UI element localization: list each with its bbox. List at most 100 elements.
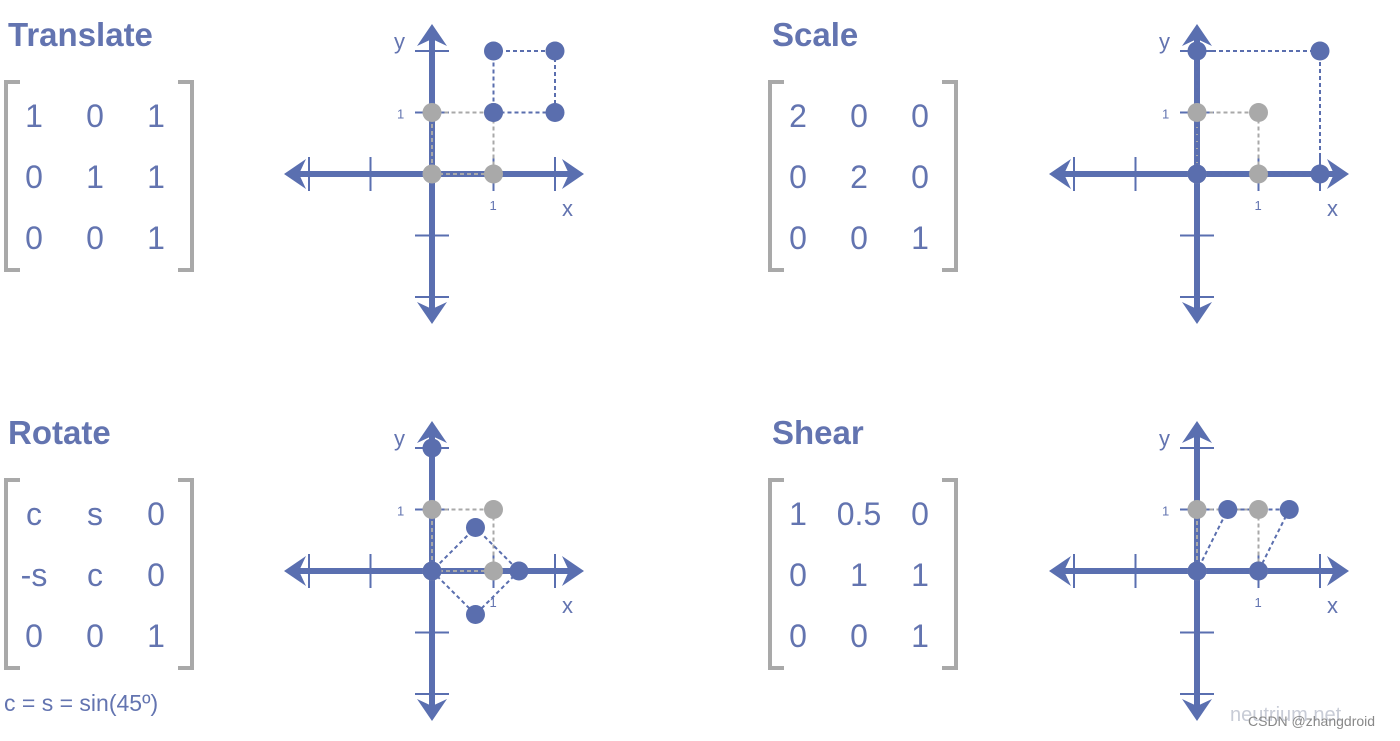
matrix-cell: 0: [25, 220, 43, 256]
matrix-cell: s: [87, 496, 103, 532]
matrix-right-bracket: [942, 478, 958, 670]
x-tick-label: 1: [490, 198, 497, 213]
original-point: [1249, 164, 1268, 184]
transformed-point: [545, 41, 565, 61]
original-point: [1187, 103, 1207, 122]
matrix-cell: 0: [789, 618, 807, 654]
y-axis-down-arrow: [417, 302, 447, 324]
transformed-point: [484, 103, 503, 122]
original-point: [1249, 103, 1268, 122]
x-tick-label: 1: [490, 595, 497, 610]
matrix-cell: 1: [147, 98, 165, 134]
y-axis-up-arrow: [1182, 421, 1212, 443]
scale-matrix: 2 0 0 0 2 0 0 0 1: [768, 80, 958, 272]
original-point: [484, 164, 503, 184]
x-axis-label: x: [1327, 196, 1338, 221]
matrix-cell: 0: [25, 618, 43, 654]
matrix-cell: 1: [25, 98, 43, 134]
x-axis-right-arrow: [1327, 159, 1349, 189]
y-tick-label: 1: [397, 504, 404, 519]
watermark: neutrium.net: [1230, 704, 1342, 726]
matrix-cell: 1: [911, 220, 929, 256]
x-axis-left-arrow: [284, 159, 306, 189]
original-point: [422, 164, 442, 184]
matrix-right-bracket: [942, 80, 958, 272]
matrix-cell: 0: [86, 618, 104, 654]
matrix-cell: 1: [911, 618, 929, 654]
y-axis-down-arrow: [1182, 699, 1212, 721]
y-axis-up-arrow: [417, 421, 447, 443]
matrix-cell: 1: [147, 159, 165, 195]
y-axis-up-arrow: [417, 24, 447, 46]
y-axis-down-arrow: [1182, 302, 1212, 324]
matrix-cell: 2: [789, 98, 807, 134]
x-axis-left-arrow: [1049, 159, 1071, 189]
matrix-cell: 1: [86, 159, 104, 195]
transformed-point: [1249, 561, 1268, 581]
transformed-point: [1187, 41, 1207, 61]
transformed-point: [1187, 164, 1207, 184]
matrix-cell: 1: [147, 618, 165, 654]
x-axis-label: x: [562, 593, 573, 618]
transformed-point: [465, 604, 485, 624]
rotate-title: Rotate: [8, 414, 111, 451]
y-axis-label: y: [394, 426, 405, 451]
matrix-cell: 0: [911, 496, 929, 532]
y-axis-label: y: [1159, 426, 1170, 451]
y-axis-up-arrow: [1182, 24, 1212, 46]
credit-text: CSDN @zhangdroid: [1248, 713, 1376, 729]
matrix-cell: 0: [850, 220, 868, 256]
matrix-cell: 0: [25, 159, 43, 195]
original-point: [422, 103, 442, 122]
x-tick-label: 1: [1255, 595, 1262, 610]
matrix-cell: 0: [789, 557, 807, 593]
transformed-point: [1218, 500, 1238, 519]
y-axis-label: y: [394, 29, 405, 54]
original-point: [484, 561, 503, 581]
y-tick-label: 1: [397, 107, 404, 122]
x-axis-right-arrow: [1327, 556, 1349, 586]
x-axis-right-arrow: [562, 556, 584, 586]
matrix-cell: 0: [147, 496, 165, 532]
matrix-left-bracket: [4, 478, 20, 670]
shear-matrix: 1 0.5 0 0 1 1 0 0 1: [768, 478, 958, 670]
transformed-point: [1310, 164, 1330, 184]
translate-matrix: 1 0 1 0 1 1 0 0 1: [4, 80, 194, 272]
matrix-cell: 1: [147, 220, 165, 256]
transformed-point: [465, 518, 485, 538]
matrix-cell: 2: [850, 159, 868, 195]
matrix-cell: 0: [789, 159, 807, 195]
matrix-cell: 0: [789, 220, 807, 256]
x-axis-right-arrow: [562, 159, 584, 189]
transformed-point: [509, 561, 529, 581]
y-tick-label: 1: [1162, 504, 1169, 519]
y-axis-down-arrow: [417, 699, 447, 721]
matrix-left-bracket: [768, 80, 784, 272]
transformed-point: [1187, 561, 1207, 581]
matrix-cell: c: [87, 557, 103, 593]
x-axis-label: x: [1327, 593, 1338, 618]
x-axis-left-arrow: [284, 556, 306, 586]
original-point: [1249, 500, 1268, 519]
original-point: [422, 500, 442, 519]
matrix-cell: 0: [850, 98, 868, 134]
matrix-cell: 0: [147, 557, 165, 593]
y-axis-label: y: [1159, 29, 1170, 54]
shear-title: Shear: [772, 414, 864, 451]
matrix-left-bracket: [768, 478, 784, 670]
matrix-cell: 0: [850, 618, 868, 654]
rotate-matrix: c s 0 -s c 0 0 0 1: [4, 478, 194, 670]
original-point: [1187, 500, 1207, 519]
translate-title: Translate: [8, 16, 153, 53]
matrix-right-bracket: [178, 478, 194, 670]
transformed-point: [422, 561, 442, 581]
transformed-point: [1279, 500, 1299, 519]
matrix-cell: 0: [911, 159, 929, 195]
matrix-cell: 0: [86, 98, 104, 134]
matrix-right-bracket: [178, 80, 194, 272]
transformed-point: [422, 438, 442, 458]
matrix-cell: 0.5: [836, 496, 882, 532]
